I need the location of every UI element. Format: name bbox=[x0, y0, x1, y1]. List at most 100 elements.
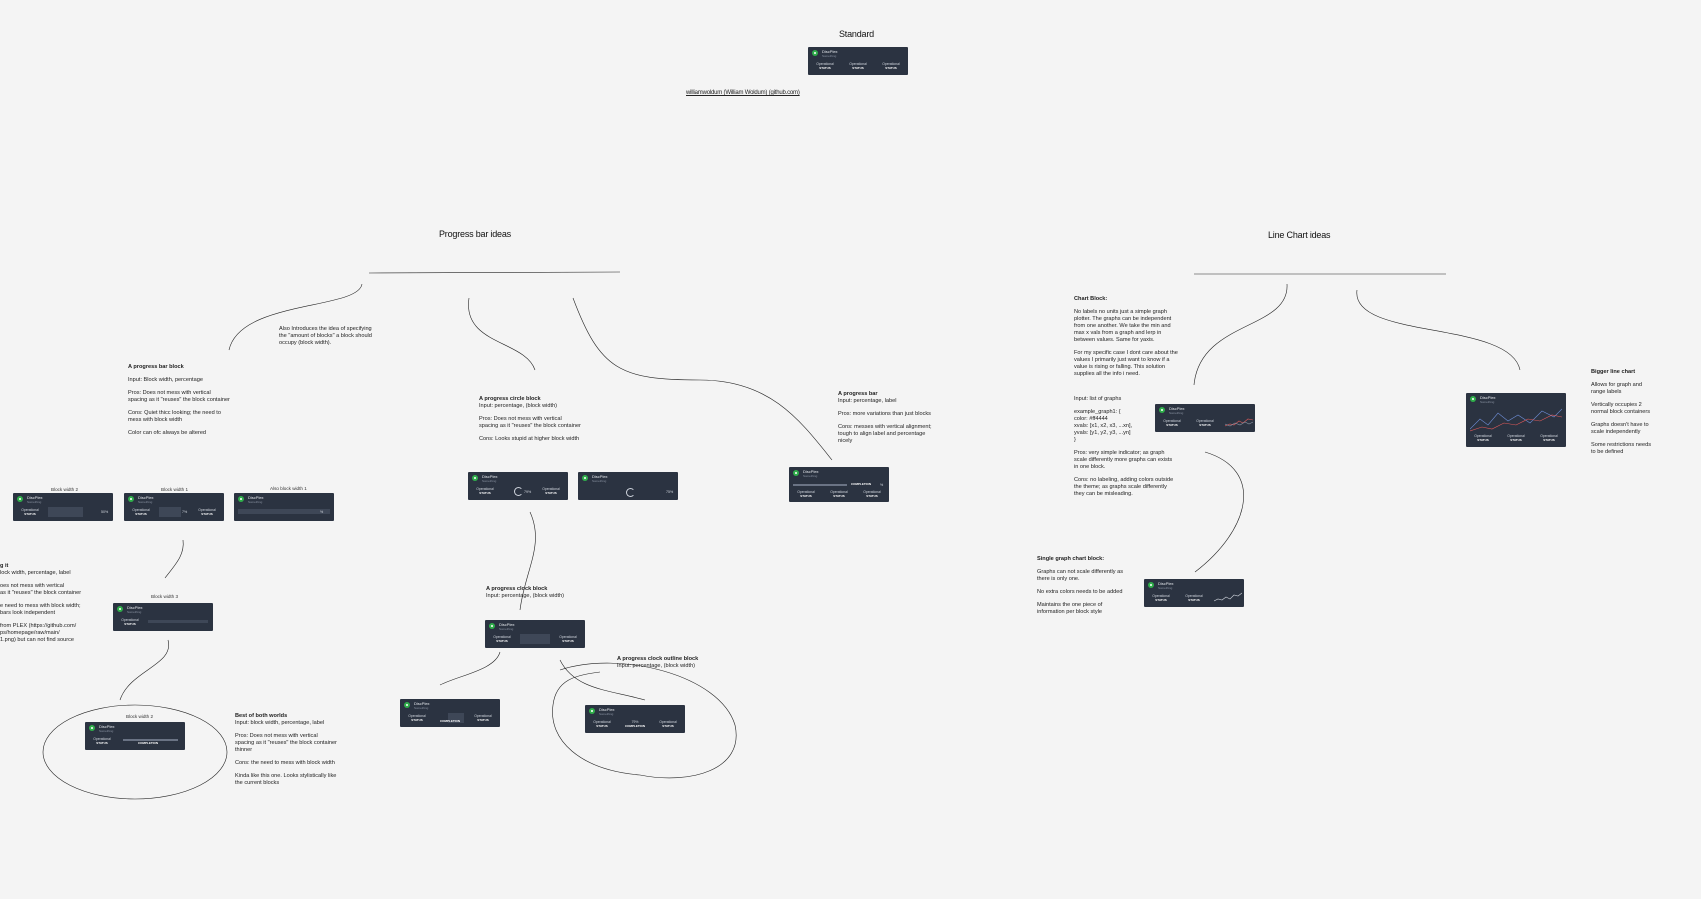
app-logo-icon bbox=[238, 496, 244, 502]
app-logo-icon bbox=[489, 623, 495, 629]
percentage-label: % bbox=[880, 483, 884, 487]
big-line-chart bbox=[1470, 408, 1562, 432]
progress-ring-icon bbox=[514, 487, 523, 496]
connector-path bbox=[164, 539, 184, 579]
note-a-progress-bar: A progress bar Input: percentage, label … bbox=[838, 391, 932, 444]
percentage-label: 75% bbox=[666, 490, 674, 494]
card-subtitle: Something bbox=[822, 54, 837, 58]
card-name: DiscPlex bbox=[1480, 395, 1496, 400]
app-logo-icon bbox=[89, 725, 95, 731]
status-cell: COMPLETION bbox=[851, 482, 871, 486]
note-best-of-both-worlds: Best of both worlds Input: block width, … bbox=[235, 713, 337, 786]
card-subtitle: Something bbox=[592, 479, 607, 483]
app-logo-icon bbox=[17, 496, 23, 502]
percentage-label: % bbox=[320, 510, 324, 514]
status-cell: COMPLETION bbox=[138, 741, 158, 745]
note-progress-clock-block: A progress clock block Input: percentage… bbox=[486, 586, 565, 599]
card-name: DiscPlex bbox=[99, 724, 115, 729]
app-logo-icon bbox=[1470, 396, 1476, 402]
percentage-label: 79% bbox=[524, 490, 532, 494]
card-name: DiscPlex bbox=[1169, 406, 1185, 411]
card-name: DiscPlex bbox=[27, 495, 43, 500]
card-subtitle: Something bbox=[127, 610, 142, 614]
card-subtitle: Something bbox=[482, 479, 497, 483]
clock-fill bbox=[520, 634, 550, 644]
caption-block-width-1: Block width 1 bbox=[161, 487, 189, 492]
highlight-circle bbox=[559, 662, 737, 779]
caption-block-width-2: Block width 2 bbox=[51, 487, 79, 492]
progress-bar-fill bbox=[159, 507, 181, 517]
card-subtitle: Something bbox=[1169, 411, 1184, 415]
progress-bar-fill bbox=[48, 507, 83, 517]
card-subtitle: Something bbox=[599, 712, 614, 716]
note-chart-block: Chart Block: No labels no units just a s… bbox=[1074, 296, 1178, 377]
status-cell: 79%COMPLETION bbox=[625, 720, 645, 728]
percentage-label: 50% bbox=[101, 510, 109, 514]
connector-path bbox=[439, 651, 501, 686]
card-name: DiscPlex bbox=[127, 605, 143, 610]
card-subtitle: Something bbox=[803, 474, 818, 478]
highlight-circle bbox=[42, 704, 228, 800]
connector-path bbox=[1356, 289, 1521, 371]
note-progress-circle-block: A progress circle block Input: percentag… bbox=[479, 396, 581, 442]
progress-underline bbox=[368, 271, 621, 274]
credit-link[interactable]: williamwoldum (William Woldum) (github.c… bbox=[686, 90, 800, 96]
progress-bar-fill bbox=[793, 484, 847, 486]
caption-block-width-2b: Block width 2 bbox=[126, 714, 154, 719]
card-subtitle: Something bbox=[248, 500, 263, 504]
progress-bar-fill bbox=[123, 739, 178, 741]
connector-path bbox=[468, 297, 536, 371]
progress-bar-fill bbox=[238, 509, 330, 514]
app-logo-icon bbox=[1148, 582, 1154, 588]
connector-path bbox=[572, 297, 833, 461]
card-subtitle: Something bbox=[414, 706, 429, 710]
percentage-label: 7% bbox=[182, 510, 188, 514]
title-line-chart-ideas: Line Chart ideas bbox=[1268, 230, 1331, 240]
title-progress-bar-ideas: Progress bar ideas bbox=[439, 229, 511, 239]
card-name: DiscPlex bbox=[592, 474, 608, 479]
app-logo-icon bbox=[793, 470, 799, 476]
progress-bar-fill bbox=[148, 620, 208, 623]
app-logo-icon bbox=[589, 708, 595, 714]
connector-path bbox=[228, 283, 363, 351]
card-name: DiscPlex bbox=[414, 701, 430, 706]
note-single-graph-chart: Single graph chart block: Graphs can not… bbox=[1037, 556, 1124, 615]
card-name: DiscPlex bbox=[803, 469, 819, 474]
card-name: DiscPlex bbox=[599, 707, 615, 712]
connector-path bbox=[1194, 451, 1244, 573]
card-subtitle: Something bbox=[27, 500, 42, 504]
card-name: DiscPlex bbox=[822, 49, 838, 54]
card-subtitle: Something bbox=[138, 500, 153, 504]
card-subtitle: Something bbox=[499, 627, 514, 631]
connector-path bbox=[1193, 283, 1288, 386]
note-block-width-intro: Also Introduces the idea of specifying t… bbox=[279, 326, 372, 346]
highlight-circle bbox=[552, 671, 641, 776]
